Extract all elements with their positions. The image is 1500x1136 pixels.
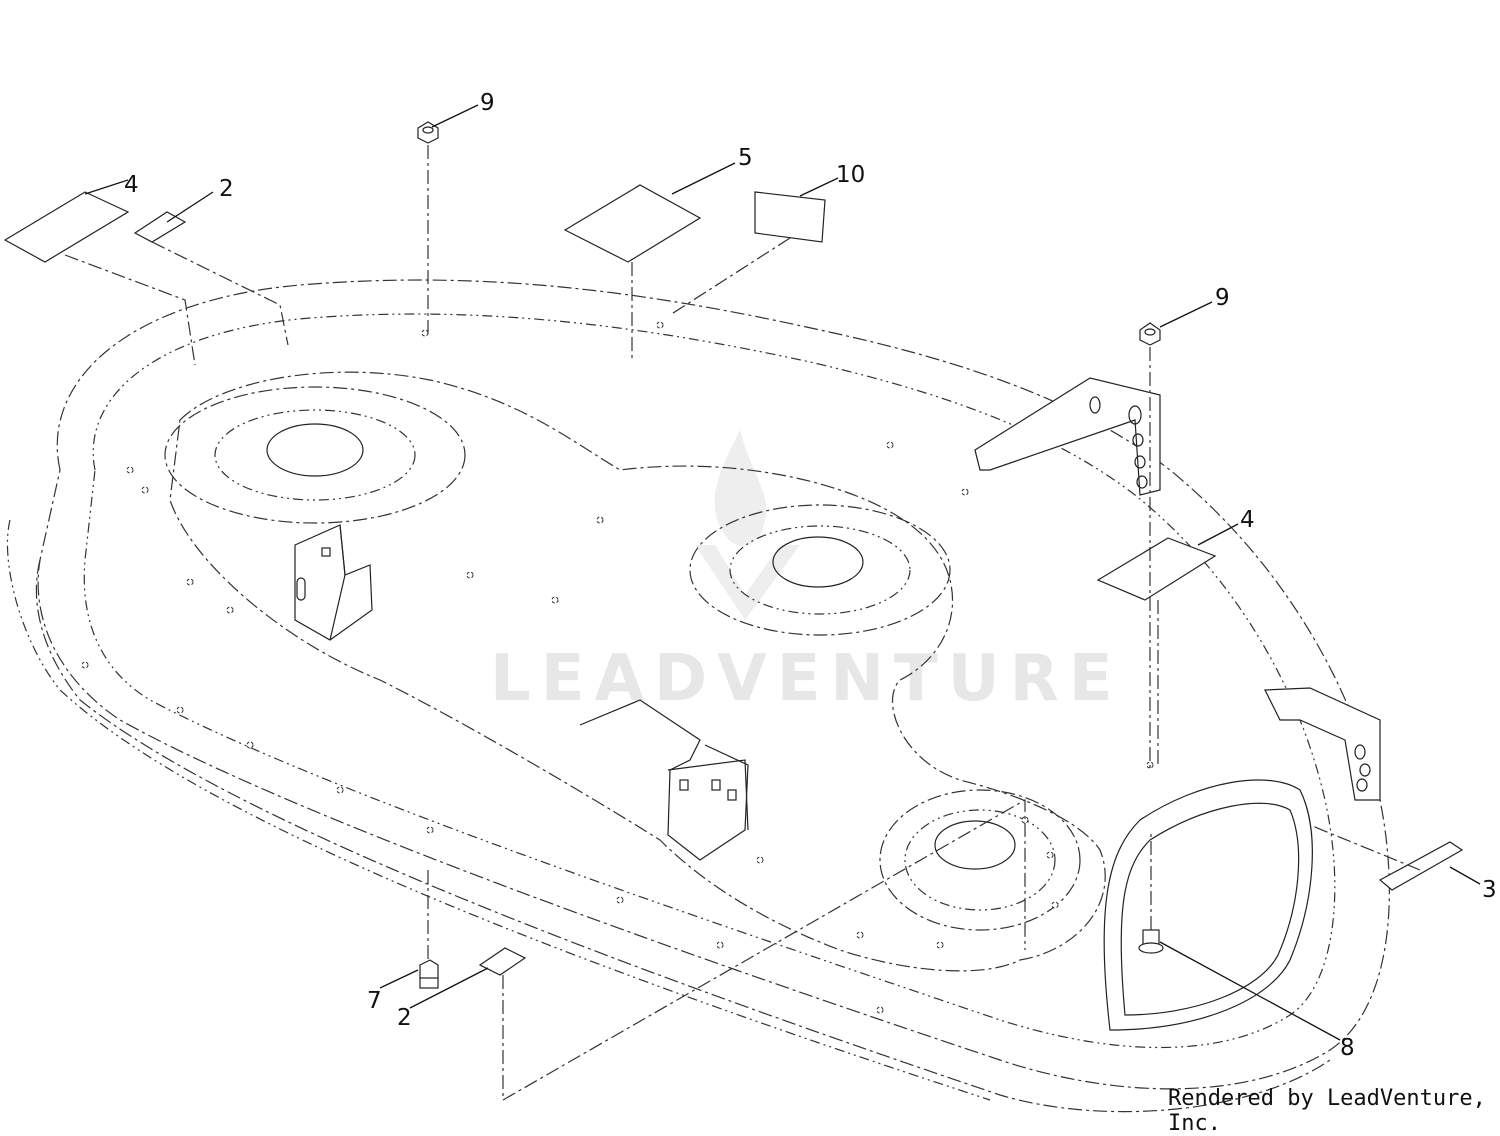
decal-10 — [754, 191, 826, 243]
center-bracket — [579, 699, 749, 861]
callout-4-left: 4 — [124, 172, 139, 198]
nut-9-right — [1139, 322, 1161, 346]
callout-leaders — [84, 104, 1481, 1041]
assembly-lines — [64, 145, 1421, 1102]
watermark-flame-icon — [714, 430, 767, 547]
decal-3 — [1378, 841, 1464, 891]
callout-2-lower: 2 — [397, 1005, 412, 1031]
watermark-v-icon — [695, 545, 800, 620]
spindle-left — [164, 386, 466, 524]
callout-9-right: 9 — [1215, 285, 1230, 311]
deck-inner-rim — [83, 313, 1336, 1049]
decal-4-left — [3, 191, 130, 263]
bolt-7 — [419, 959, 439, 989]
right-front-bracket — [1264, 687, 1381, 801]
decal-2-lower — [478, 947, 527, 976]
deck-holes — [81, 321, 1154, 1014]
decal-2-upper — [133, 211, 187, 243]
callout-labels: 4 2 9 5 10 9 4 3 8 7 2 — [124, 90, 1497, 1061]
callout-7: 7 — [367, 988, 382, 1014]
decal-5 — [563, 184, 702, 263]
bolt-8 — [1138, 929, 1164, 954]
deck-skirt-lower — [6, 519, 991, 1101]
leadventure-watermark: LEADVENTURE — [490, 430, 1123, 716]
callout-9-left: 9 — [480, 90, 495, 116]
rendered-by-footer: Rendered by LeadVenture, Inc. — [1168, 1086, 1486, 1136]
nut-9-left — [417, 121, 439, 144]
left-baffle-bracket — [294, 524, 373, 641]
watermark-text: LEADVENTURE — [490, 642, 1123, 716]
right-rear-bracket — [974, 377, 1161, 496]
deck-top-surface — [169, 371, 1106, 972]
callout-2-upper: 2 — [219, 176, 234, 202]
callout-3: 3 — [1482, 877, 1497, 903]
callout-8: 8 — [1340, 1035, 1355, 1061]
callout-10: 10 — [836, 162, 865, 188]
decal-4-right — [1096, 537, 1217, 601]
callout-5: 5 — [738, 145, 753, 171]
front-hoop-rail-inner — [1120, 802, 1300, 1016]
spindle-center — [689, 504, 951, 636]
spindle-right — [879, 789, 1081, 931]
callout-4-right: 4 — [1240, 507, 1255, 533]
front-hoop-rail — [1103, 779, 1313, 1031]
deck-skirt-bottom — [35, 559, 1331, 1113]
